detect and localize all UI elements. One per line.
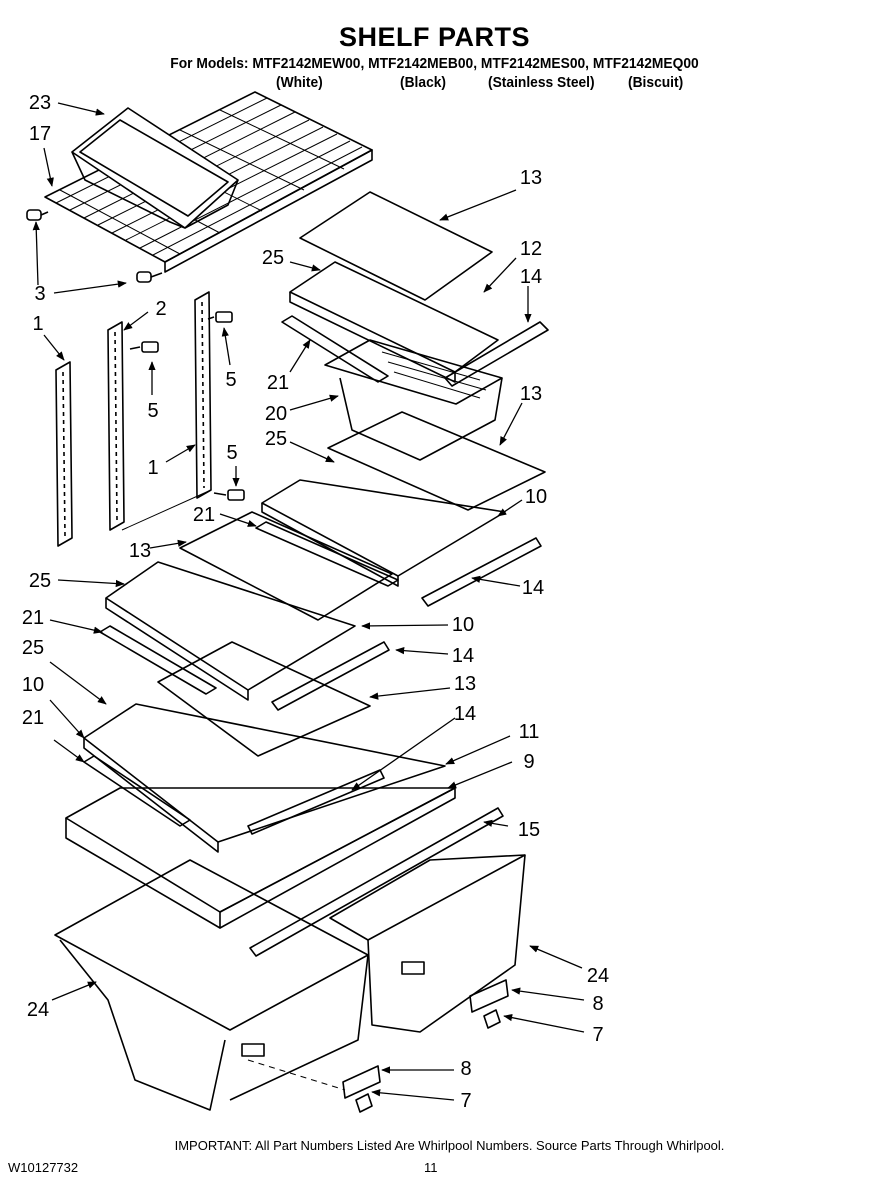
callout-25: 25 bbox=[262, 247, 284, 269]
screw-2 bbox=[207, 311, 233, 323]
models-line: For Models: MTF2142MEW00, MTF2142MEB00, … bbox=[170, 55, 699, 72]
shelf-bar-lower bbox=[99, 625, 217, 695]
callout-23: 23 bbox=[29, 92, 51, 114]
callout-7: 7 bbox=[460, 1090, 471, 1112]
callout-25: 25 bbox=[22, 637, 44, 659]
shelf-frame-bottom bbox=[83, 703, 446, 853]
callout-15: 15 bbox=[518, 819, 540, 841]
variant-black: (Black) bbox=[400, 74, 447, 91]
callout-14: 14 bbox=[454, 703, 476, 725]
crisper-drawer-right bbox=[329, 854, 526, 1033]
callout-9: 9 bbox=[523, 751, 534, 773]
shelf-bar-bottom bbox=[83, 755, 191, 827]
callout-24: 24 bbox=[27, 999, 49, 1021]
callout-1: 1 bbox=[147, 457, 158, 479]
callout-13: 13 bbox=[520, 383, 542, 405]
callout-21: 21 bbox=[22, 607, 44, 629]
callout-14: 14 bbox=[520, 266, 542, 288]
callout-3: 3 bbox=[34, 283, 45, 305]
callout-21: 21 bbox=[193, 504, 215, 526]
callout-14: 14 bbox=[522, 577, 544, 599]
callout-10: 10 bbox=[452, 614, 474, 636]
callout-5: 5 bbox=[225, 369, 236, 391]
page-title: SHELF PARTS bbox=[338, 22, 530, 52]
callout-13: 13 bbox=[454, 673, 476, 695]
glass-shelf-top bbox=[299, 191, 493, 301]
callout-13: 13 bbox=[129, 540, 151, 562]
callout-7: 7 bbox=[592, 1024, 603, 1046]
callout-20: 20 bbox=[265, 403, 287, 425]
callout-8: 8 bbox=[460, 1058, 471, 1080]
shelf-ladder-right bbox=[194, 291, 212, 499]
drawer-clip-right bbox=[483, 1009, 501, 1029]
callout-14: 14 bbox=[452, 645, 474, 667]
glass-shelf-lower bbox=[179, 511, 393, 621]
shelf-ladder-left bbox=[55, 361, 73, 547]
shelf-ladder-middle bbox=[107, 321, 125, 531]
screw-1 bbox=[129, 341, 159, 353]
drawer-clip-left bbox=[355, 1093, 373, 1113]
callout-10: 10 bbox=[525, 486, 547, 508]
shelf-bin bbox=[71, 107, 239, 229]
leader-lines bbox=[32, 102, 585, 1101]
callout-5: 5 bbox=[147, 400, 158, 422]
callout-21: 21 bbox=[22, 707, 44, 729]
shelf-frame-top bbox=[289, 261, 499, 383]
shelf-bar-upper bbox=[281, 315, 389, 383]
callout-21: 21 bbox=[267, 372, 289, 394]
shelf-trim-middle bbox=[421, 537, 542, 607]
callout-24: 24 bbox=[587, 965, 609, 987]
crisper-drawer-left bbox=[54, 859, 369, 1111]
variant-biscuit: (Biscuit) bbox=[628, 74, 684, 91]
glass-shelf-middle bbox=[327, 411, 546, 511]
callout-8: 8 bbox=[592, 993, 603, 1015]
callout-11: 11 bbox=[519, 721, 540, 743]
document-number: W10127732 bbox=[8, 1160, 79, 1175]
shelf-trim-top bbox=[444, 321, 549, 387]
shelf-anchor-right bbox=[136, 271, 163, 283]
crisper-cover bbox=[65, 787, 456, 929]
callout-labels: 23 17 3 1 2 5 5 1 5 13 12 14 25 21 20 13… bbox=[22, 92, 609, 1112]
shelf-frame-lower bbox=[105, 561, 356, 701]
variant-white: (White) bbox=[276, 74, 323, 91]
screw-3 bbox=[213, 489, 245, 501]
shelf-anchor-left bbox=[26, 209, 49, 221]
shelf-trim-lower bbox=[271, 641, 390, 711]
callout-5: 5 bbox=[226, 442, 237, 464]
glass-shelf-bottom bbox=[157, 641, 371, 757]
callout-17: 17 bbox=[29, 123, 51, 145]
callout-10: 10 bbox=[22, 674, 44, 696]
callout-12: 12 bbox=[520, 238, 542, 260]
callout-1: 1 bbox=[32, 313, 43, 335]
callout-25: 25 bbox=[265, 428, 287, 450]
page-number: 11 bbox=[424, 1160, 438, 1175]
crisper-trim bbox=[249, 807, 504, 957]
drawer-slide-left bbox=[342, 1065, 381, 1099]
shelf-bar-middle bbox=[255, 521, 399, 587]
callout-2: 2 bbox=[155, 298, 166, 320]
footer-note: IMPORTANT: All Part Numbers Listed Are W… bbox=[174, 1138, 725, 1153]
callout-13: 13 bbox=[520, 167, 542, 189]
variant-stainless: (Stainless Steel) bbox=[488, 74, 595, 91]
deli-drawer bbox=[324, 339, 503, 461]
drawer-slide-right bbox=[469, 979, 509, 1013]
callout-25: 25 bbox=[29, 570, 51, 592]
